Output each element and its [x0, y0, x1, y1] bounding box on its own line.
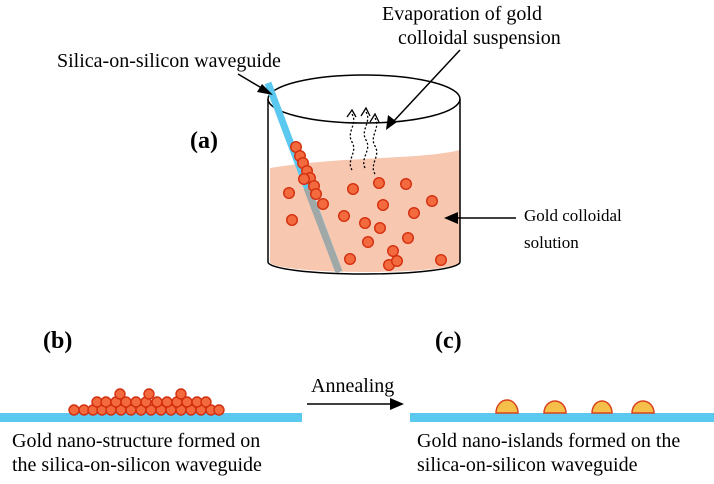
- waveguide-label: Silica-on-silicon waveguide: [57, 50, 281, 72]
- vapor-wisp-2-arrow: [360, 106, 371, 117]
- gold-nanoparticle: [373, 176, 386, 189]
- vapor-wisp-1: [349, 113, 355, 171]
- annealing-label: Annealing: [311, 375, 395, 397]
- gold-nanoparticle: [114, 388, 126, 400]
- gold-nanoparticle: [426, 194, 439, 207]
- waveguide-strip-c: [410, 413, 714, 422]
- panel-label-a: (a): [190, 128, 218, 154]
- caption-b-line2: the silica-on-silicon waveguide: [12, 454, 262, 476]
- gold-nanoparticle: [387, 244, 400, 257]
- gold-nanoparticle: [298, 172, 311, 185]
- gold-nanoparticle: [391, 254, 404, 267]
- gold-nanoparticle: [338, 209, 351, 222]
- gold-nanoparticle: [435, 253, 448, 266]
- gold-nano-islands: [495, 399, 655, 414]
- gold-nanoparticle: [362, 235, 375, 248]
- gold-nanoparticle: [310, 187, 323, 200]
- gold-nanoparticle: [374, 221, 387, 234]
- vapor-wisp-3: [372, 117, 378, 175]
- caption-b-line1: Gold nano-structure formed on: [12, 430, 261, 452]
- beaker-bottom: [267, 261, 461, 275]
- vapor-wisp-1-arrow: [346, 108, 357, 118]
- gold-nano-island: [543, 400, 567, 414]
- gold-nanoparticle: [347, 182, 360, 195]
- waveguide-pointer-arrow: [237, 73, 273, 95]
- evaporation-label-line1: Evaporation of gold: [382, 3, 542, 25]
- gold-nanoparticle: [161, 396, 173, 408]
- gold-nanoparticle: [175, 388, 187, 400]
- waveguide-strip-b: [0, 413, 302, 422]
- gold-nanoparticle: [130, 396, 142, 408]
- gold-nanoparticle: [344, 252, 357, 265]
- caption-c-line1: Gold nano-islands formed on the: [417, 430, 681, 452]
- gold-nanoparticle: [359, 216, 372, 229]
- panel-label-b: (b): [43, 328, 73, 354]
- solution-pointer-arrow: [444, 212, 516, 224]
- panel-label-c: (c): [435, 328, 462, 354]
- gold-nano-island: [495, 399, 519, 414]
- gold-nanoparticle: [213, 404, 225, 416]
- evaporation-pointer-arrow: [386, 49, 461, 130]
- gold-nanostructure: [68, 388, 225, 416]
- annealing-arrow: [307, 398, 404, 410]
- vapor-wisp-2: [363, 111, 369, 169]
- caption-c-line2: silica-on-silicon waveguide: [417, 454, 638, 476]
- gold-nanoparticle: [143, 388, 155, 400]
- gold-nanoparticle: [151, 396, 163, 408]
- gold-nanoparticle: [317, 197, 330, 210]
- waveguide-wet-section: [303, 186, 343, 274]
- beaker-rim: [267, 74, 461, 124]
- gold-nanoparticle: [283, 186, 296, 199]
- gold-nano-island: [631, 400, 655, 414]
- evaporation-label-line2: colloidal suspension: [398, 27, 561, 49]
- vapor-wisp-3-arrow: [369, 112, 380, 123]
- gold-nanoparticle: [402, 231, 415, 244]
- gold-nanoparticle: [400, 177, 413, 190]
- solution-label-line1: Gold colloidal: [524, 206, 622, 225]
- gold-nanoparticle: [377, 198, 390, 211]
- gold-nanoparticle: [408, 206, 421, 219]
- gold-nanoparticle: [200, 396, 212, 408]
- gold-nanoparticle: [100, 396, 112, 408]
- gold-nanoparticle: [286, 213, 299, 226]
- gold-nanoparticle: [68, 404, 80, 416]
- gold-nano-island: [591, 400, 613, 414]
- gold-nanoparticles: [283, 140, 448, 272]
- solution-label-line2: solution: [524, 233, 579, 252]
